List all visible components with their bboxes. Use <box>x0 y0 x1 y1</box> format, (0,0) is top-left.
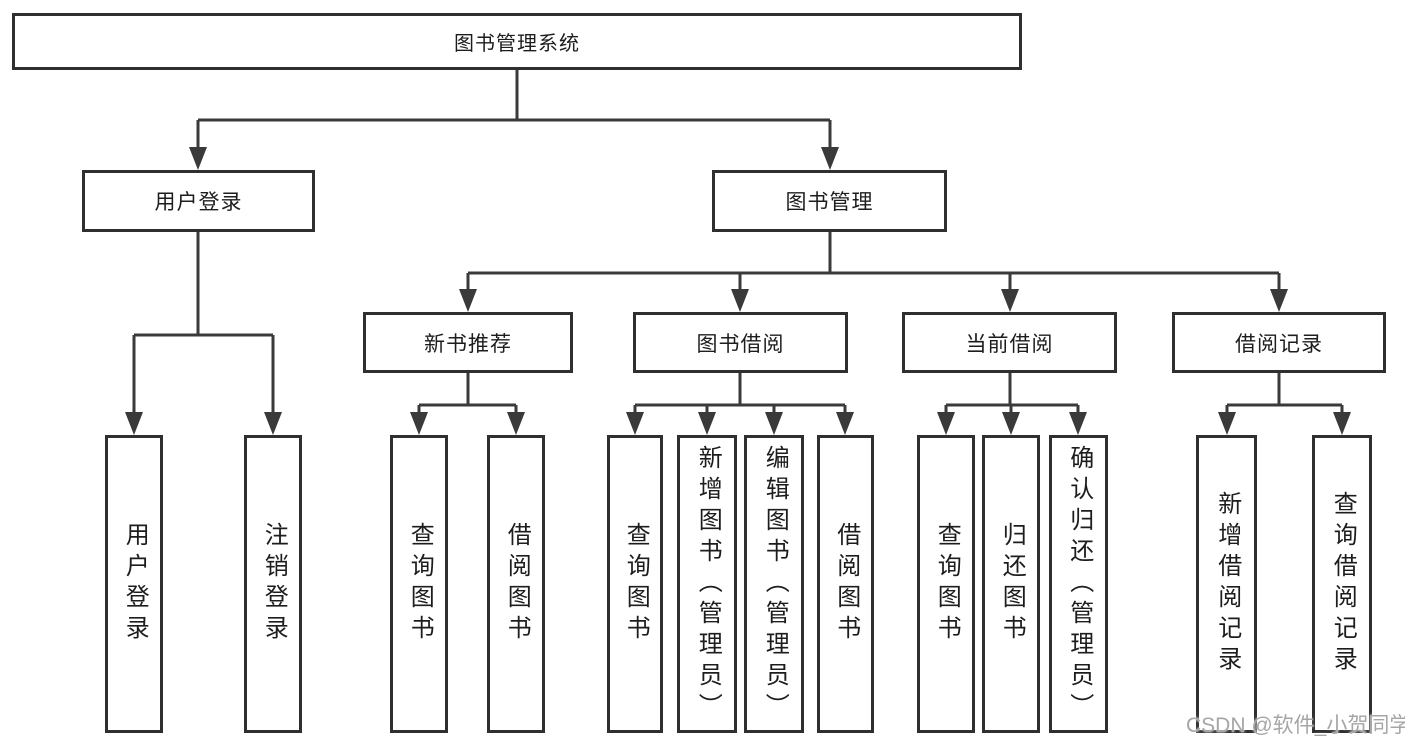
node-book-management: 图书管理 <box>712 170 947 232</box>
node-leaf-query-books-recommend-label: 查询图书 <box>406 522 434 646</box>
node-leaf-query-books-borrow: 查询图书 <box>607 435 663 733</box>
node-leaf-add-book-admin: 新增图书（管理员） <box>677 435 737 733</box>
node-leaf-query-books-recommend: 查询图书 <box>390 435 448 733</box>
node-root: 图书管理系统 <box>12 13 1022 70</box>
node-leaf-query-borrow-record-label: 查询借阅记录 <box>1329 491 1357 677</box>
node-current-borrowing: 当前借阅 <box>902 312 1117 373</box>
node-leaf-borrow-books-recommend-label: 借阅图书 <box>503 522 531 646</box>
node-book-management-label: 图书管理 <box>785 191 874 214</box>
node-new-book-recommend-label: 新书推荐 <box>424 332 512 356</box>
node-leaf-edit-book-admin: 编辑图书（管理员） <box>744 435 804 733</box>
node-user-login: 用户登录 <box>82 170 315 232</box>
node-leaf-return-books-label: 归还图书 <box>998 522 1026 646</box>
node-leaf-confirm-return-admin: 确认归还（管理员） <box>1049 435 1108 733</box>
node-borrowing-records: 借阅记录 <box>1172 312 1386 373</box>
node-leaf-add-borrow-record-label: 新增借阅记录 <box>1213 491 1241 677</box>
node-leaf-edit-book-admin-label: 编辑图书（管理员） <box>761 444 789 724</box>
node-book-borrowing: 图书借阅 <box>633 312 848 373</box>
node-leaf-user-login: 用户登录 <box>105 435 163 733</box>
csdn-watermark: CSDN @软件_小贺同学 <box>1186 714 1405 737</box>
node-leaf-borrow-books: 借阅图书 <box>817 435 874 733</box>
node-leaf-query-books-borrow-label: 查询图书 <box>622 522 650 646</box>
node-root-label: 图书管理系统 <box>454 33 580 55</box>
node-leaf-return-books: 归还图书 <box>982 435 1040 733</box>
node-leaf-add-borrow-record: 新增借阅记录 <box>1196 435 1257 733</box>
node-leaf-confirm-return-admin-label: 确认归还（管理员） <box>1065 444 1093 724</box>
node-book-borrowing-label: 图书借阅 <box>696 332 785 356</box>
node-leaf-query-books-current: 查询图书 <box>917 435 975 733</box>
node-leaf-logout: 注销登录 <box>244 435 302 733</box>
node-leaf-borrow-books-recommend: 借阅图书 <box>487 435 545 733</box>
arrowheads <box>125 147 1351 435</box>
node-borrowing-records-label: 借阅记录 <box>1235 332 1323 356</box>
node-leaf-query-borrow-record: 查询借阅记录 <box>1312 435 1372 733</box>
node-leaf-add-book-admin-label: 新增图书（管理员） <box>694 444 722 724</box>
node-current-borrowing-label: 当前借阅 <box>965 332 1054 356</box>
node-leaf-logout-label: 注销登录 <box>260 522 288 646</box>
connector-lines <box>132 70 1344 431</box>
node-leaf-query-books-current-label: 查询图书 <box>933 522 961 646</box>
node-new-book-recommend: 新书推荐 <box>363 312 573 373</box>
node-leaf-borrow-books-label: 借阅图书 <box>832 522 860 646</box>
node-user-login-label: 用户登录 <box>154 191 243 214</box>
node-leaf-user-login-label: 用户登录 <box>121 522 149 646</box>
